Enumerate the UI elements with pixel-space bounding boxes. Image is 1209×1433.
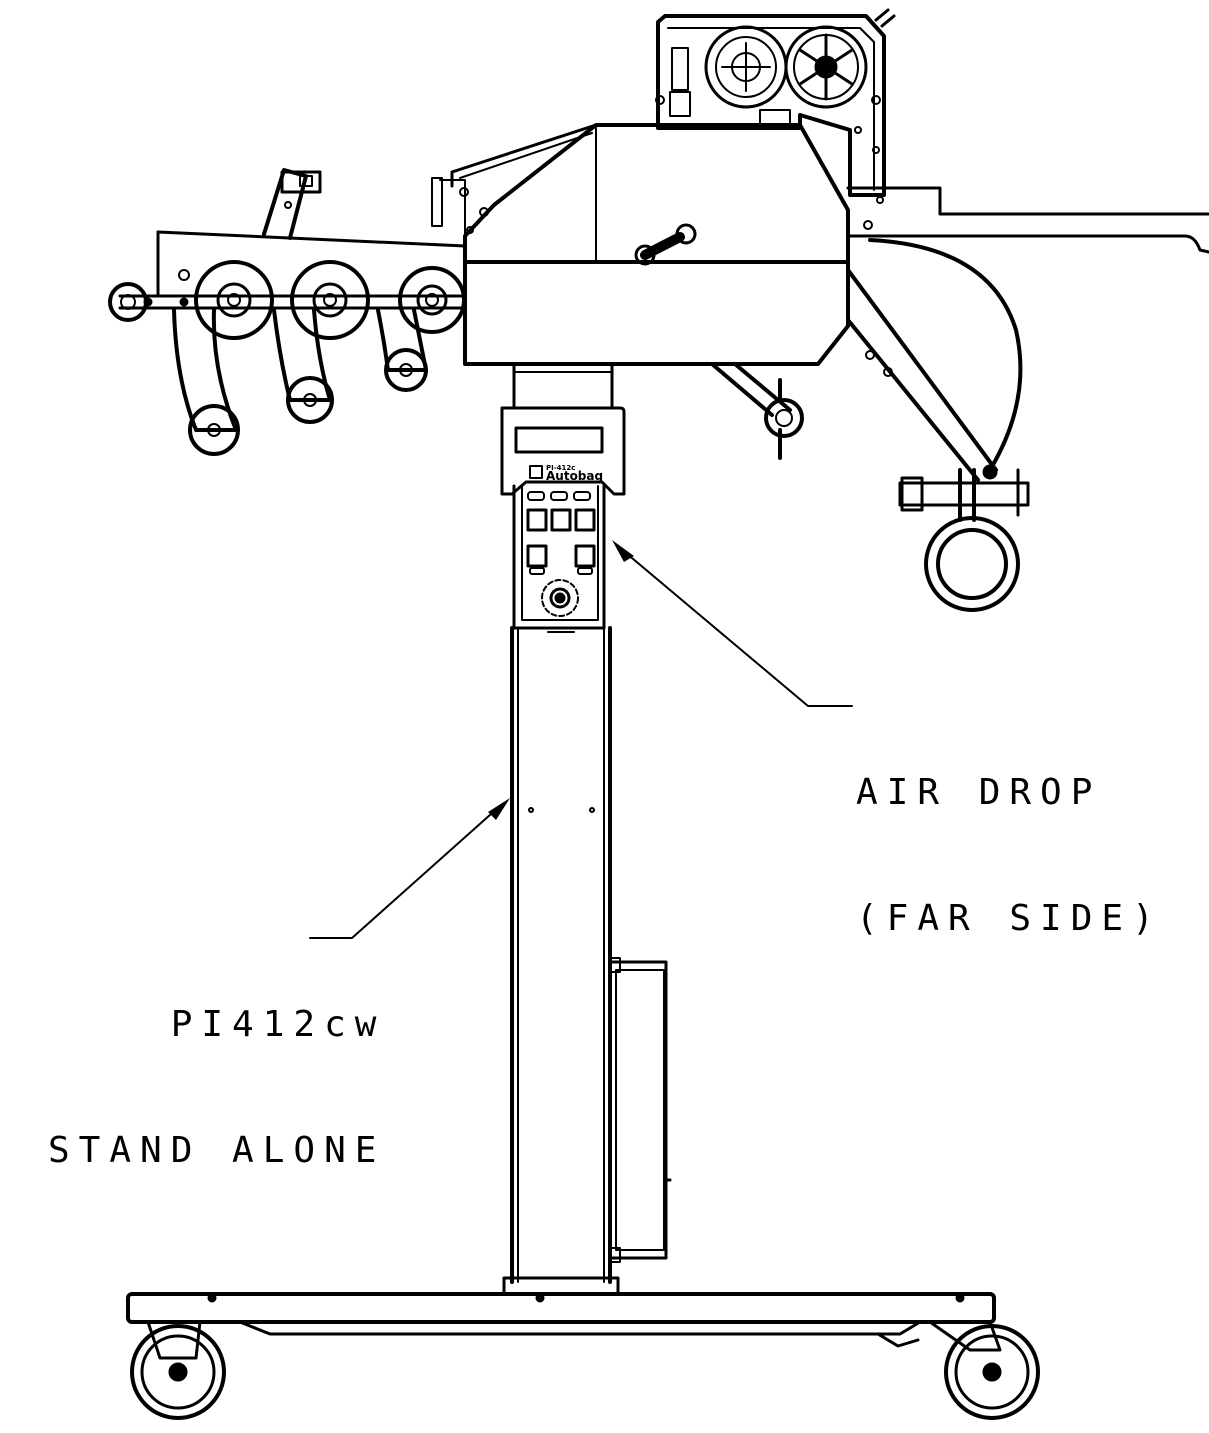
caster-left xyxy=(130,1324,226,1420)
base-frame xyxy=(126,1292,1002,1360)
air-drop-label: AIR DROP (FAR SIDE) xyxy=(856,688,1163,982)
leader-air-drop xyxy=(612,540,853,707)
printer-head xyxy=(655,8,896,197)
column-neck xyxy=(512,362,614,410)
electrical-box xyxy=(608,957,672,1263)
outfeed-conveyor xyxy=(846,186,1209,612)
stand-column xyxy=(502,626,620,1296)
air-drop-line-2: (FAR SIDE) xyxy=(856,898,1163,939)
control-panel: PI-412c Autobag xyxy=(500,406,626,633)
air-drop-line-1: AIR DROP xyxy=(856,772,1102,813)
pivot-arm xyxy=(710,362,804,460)
stand-model-line: PI412cw xyxy=(170,1004,386,1045)
leader-stand-alone xyxy=(309,798,510,939)
infeed-rollers xyxy=(108,168,467,456)
stand-alone-line: STAND ALONE xyxy=(48,1130,386,1171)
bagger-housing xyxy=(431,123,850,366)
panel-model: PI-412c xyxy=(546,464,575,472)
panel-brand-logo: Autobag xyxy=(546,469,603,483)
caster-right xyxy=(944,1324,1040,1420)
stand-alone-label: PI412cw STAND ALONE xyxy=(48,920,385,1214)
